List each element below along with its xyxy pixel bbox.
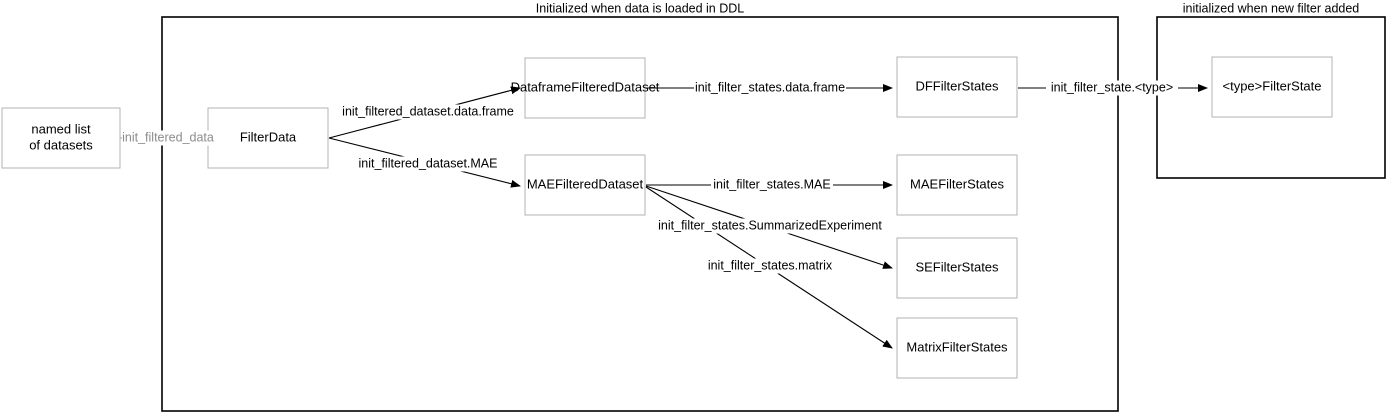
edge-label-backing [122, 130, 214, 146]
node-label: named list [31, 121, 91, 136]
edge-label-backing [694, 80, 846, 96]
node-box [896, 317, 1018, 379]
node-label: FilterData [240, 129, 297, 144]
edge-label-backing [658, 218, 882, 234]
node-label: MAEFilteredDataset [527, 176, 644, 191]
edge-init-filter-states-dataframe-label-group: init_filter_states.data.frame [694, 80, 846, 96]
edge-label-backing [1046, 80, 1178, 96]
node-label: DataframeFilteredDataset [511, 79, 660, 94]
edge-init-filter-states-matrix-label-group: init_filter_states.matrix [703, 258, 837, 274]
node-label: MAEFilterStates [910, 176, 1004, 191]
node-box [207, 107, 329, 169]
container-title: initialized when new filter added [1183, 1, 1360, 15]
edge-label-backing [356, 156, 500, 172]
node-dataframe-filtered-dataset[interactable]: DataframeFilteredDataset [511, 57, 660, 119]
node-box [896, 154, 1018, 216]
edge-labels-layer: init_filtered_data init_filtered_dataset.… [122, 80, 1178, 274]
edge-label-backing [344, 104, 512, 120]
edge-init-filter-state-type-label-group: init_filter_state.<type> [1046, 80, 1178, 96]
container-title: Initialized when data is loaded in DDL [536, 1, 745, 15]
node-label: <type>FilterState [1223, 78, 1322, 93]
edge-label: init_filter_states.matrix [708, 258, 833, 272]
node-mae-filtered-dataset[interactable]: MAEFilteredDataset [524, 154, 646, 216]
node-type-filter-state[interactable]: <type>FilterState [1211, 56, 1333, 118]
node-matrix-filter-states[interactable]: MatrixFilterStates [896, 317, 1018, 379]
node-box [524, 57, 646, 119]
node-filter-data[interactable]: FilterData [207, 107, 329, 169]
node-df-filter-states[interactable]: DFFilterStates [896, 56, 1018, 118]
edge-label-backing [711, 177, 833, 193]
node-box [896, 237, 1018, 299]
edge-label: init_filter_states.SummarizedExperiment [658, 218, 882, 232]
node-box [524, 154, 646, 216]
node-label: of datasets [29, 137, 93, 152]
edge-init-filter-states-se-label-group: init_filter_states.SummarizedExperiment [658, 218, 882, 234]
container-ddl-container: Initialized when data is loaded in DDL [161, 1, 1119, 412]
node-mae-filter-states[interactable]: MAEFilterStates [896, 154, 1018, 216]
edge-init-filtered-dataset-mae-label-group: init_filtered_dataset.MAE [356, 156, 500, 172]
edge-label-backing [703, 258, 837, 274]
edge-label: init_filtered_dataset.MAE [359, 156, 498, 170]
edge-init-filter-states-mae-label-group: init_filter_states.MAE [711, 177, 833, 193]
node-label: DFFilterStates [915, 78, 999, 93]
node-label: MatrixFilterStates [906, 339, 1008, 354]
containers-layer: Initialized when data is loaded in DDL in… [161, 1, 1386, 412]
edge-label: init_filtered_data [122, 130, 214, 144]
edge-label: init_filter_states.MAE [713, 177, 830, 191]
container-filter-container: initialized when new filter added [1156, 1, 1386, 179]
edge-init-filtered-dataset-dataframe-label-group: init_filtered_dataset.data.frame [342, 104, 514, 120]
node-label: SEFilterStates [915, 259, 999, 274]
node-se-filter-states[interactable]: SEFilterStates [896, 237, 1018, 299]
node-box [1211, 56, 1333, 118]
edge-label: init_filter_state.<type> [1051, 80, 1173, 94]
edge-init-filtered-data-label-group: init_filtered_data [122, 130, 214, 146]
node-box [896, 56, 1018, 118]
node-box [1, 107, 121, 169]
edge-label: init_filter_states.data.frame [695, 80, 845, 94]
edge-label: init_filtered_dataset.data.frame [342, 104, 514, 118]
container-border [161, 16, 1119, 412]
container-border [1156, 16, 1386, 179]
